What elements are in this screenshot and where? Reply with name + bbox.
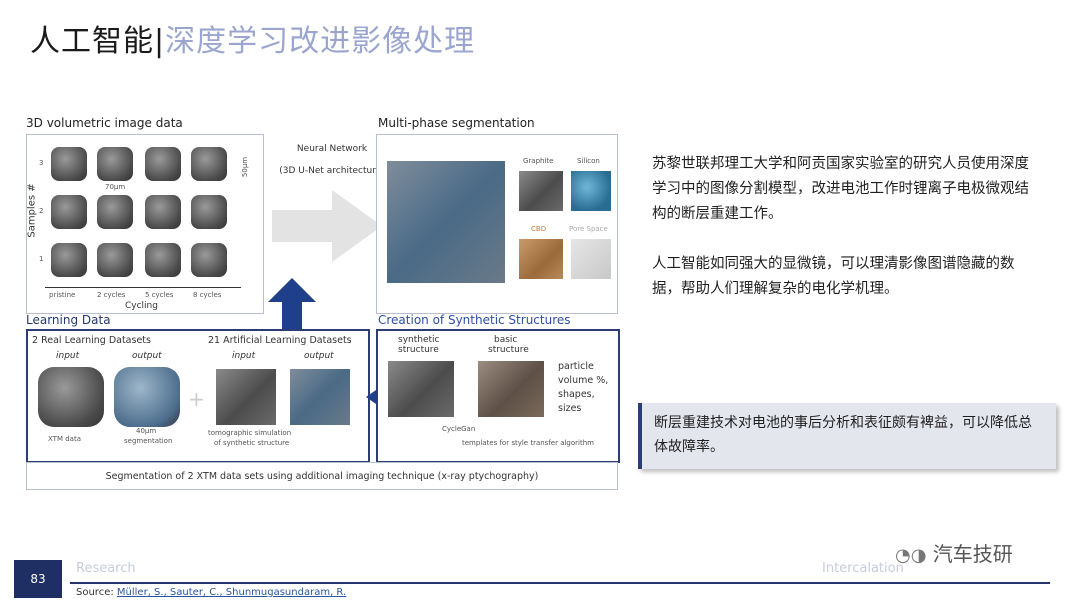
wechat-icon: ◔◑: [895, 545, 927, 566]
left-arrow-icon: [366, 390, 380, 404]
segmentation-title: Multi-phase segmentation: [378, 116, 535, 130]
learning-data-title: Learning Data: [26, 313, 111, 327]
synthetic-label-1: synthetic: [398, 335, 440, 345]
nn-label-1: Neural Network: [296, 144, 368, 154]
row-label-3: 3: [39, 159, 44, 167]
particle-label-3: shapes,: [558, 389, 595, 400]
phase-pore: Pore Space: [569, 225, 608, 233]
ptychography-note: Segmentation of 2 XTM data sets using ad…: [26, 462, 618, 490]
callout-box: 断层重建技术对电池的事后分析和表征颇有裨益，可以降低总体故障率。: [638, 403, 1056, 469]
sample-image: [191, 147, 227, 181]
nn-arrow-icon: [272, 190, 382, 262]
real-input-label: input: [56, 351, 80, 361]
paragraph-2: 人工智能如同强大的显微镜，可以理清影像图谱隐藏的数据，帮助人们理解复杂的电化学机…: [652, 256, 1015, 297]
segmented-sample: [114, 367, 180, 427]
sample-image: [97, 147, 133, 181]
phase-silicon: Silicon: [577, 157, 600, 165]
sample-image: [51, 195, 87, 229]
col-label-8-cycles: 8 cycles: [193, 291, 222, 299]
page-number-text: 83: [30, 572, 46, 586]
phase-graphite: Graphite: [523, 157, 554, 165]
research-figure: 3D volumetric image data Samples # 3 2 1…: [22, 110, 622, 495]
col-label-pristine: pristine: [49, 291, 76, 299]
source-line: Source: Müller, S., Sauter, C., Shunmuga…: [76, 587, 346, 598]
sample-image: [51, 147, 87, 181]
source-link[interactable]: Müller, S., Sauter, C., Shunmugasundaram…: [116, 587, 347, 598]
title-sub: 深度学习改进影像处理: [165, 24, 476, 59]
graphite-cube: [519, 171, 563, 211]
xtm-sample: [38, 367, 104, 427]
particle-label-1: particle: [558, 361, 594, 372]
up-arrow-icon: [268, 278, 316, 330]
x-axis-line: [45, 287, 241, 288]
synthetic-input-cube: [216, 369, 276, 425]
synthetic-structure-cube: [388, 361, 454, 417]
tomo-label-2: of synthetic structure: [214, 439, 290, 447]
scale-70um: 70μm: [105, 183, 126, 191]
source-prefix: Source:: [76, 587, 117, 598]
tomo-label-1: tomographic simulation: [208, 429, 292, 437]
samples-axis-label: Samples #: [26, 183, 38, 238]
plus-icon: +: [188, 387, 205, 411]
art-input-label: input: [232, 351, 256, 361]
sample-image: [97, 243, 133, 277]
xtm-label: XTM data: [48, 435, 81, 443]
volumetric-panel: Samples # 3 2 1 70μm 50μm pristine 2 cyc…: [26, 134, 264, 314]
ptychography-note-text: Segmentation of 2 XTM data sets using ad…: [105, 470, 539, 482]
segmentation-panel: Graphite Silicon CBD Pore Space: [376, 134, 618, 314]
title-main: 人工智能|: [30, 24, 166, 59]
page-number: 83: [14, 560, 62, 598]
phase-cbd: CBD: [531, 225, 547, 233]
nn-label-2: (3D U-Net architecture): [279, 166, 385, 176]
callout-text: 断层重建技术对电池的事后分析和表征颇有裨益，可以降低总体故障率。: [654, 415, 1032, 455]
cyclegan-label: CycleGan: [442, 425, 476, 433]
synthetic-panel: synthetic structure basic structure part…: [376, 329, 620, 463]
silicon-cube: [571, 171, 611, 211]
page-title: 人工智能|深度学习改进影像处理: [30, 16, 475, 60]
footer-section-label: Research: [76, 561, 136, 576]
col-label-5-cycles: 5 cycles: [145, 291, 174, 299]
wechat-watermark: ◔◑ 汽车技研: [895, 538, 1013, 567]
scale-50um: 50μm: [241, 156, 250, 178]
templates-label: templates for style transfer algorithm: [462, 439, 594, 447]
sample-image: [191, 243, 227, 277]
particle-label-2: volume %,: [558, 375, 609, 386]
row-label-1: 1: [39, 255, 44, 263]
footer-divider: [70, 582, 1050, 584]
learning-data-panel: 2 Real Learning Datasets input output XT…: [26, 329, 370, 463]
basic-label-2: structure: [488, 345, 529, 355]
particle-label-4: sizes: [558, 403, 582, 414]
synthetic-label-2: structure: [398, 345, 439, 355]
sample-image: [145, 195, 181, 229]
synthetic-title: Creation of Synthetic Structures: [378, 313, 571, 327]
cycling-axis-label: Cycling: [125, 301, 158, 311]
segmented-cube: [387, 161, 505, 283]
watermark-text: 汽车技研: [932, 542, 1013, 566]
footer-topic-label: Intercalation: [822, 561, 904, 576]
pore-cube: [571, 239, 611, 279]
row-label-2: 2: [39, 207, 44, 215]
real-output-label: output: [132, 351, 162, 361]
sample-image: [97, 195, 133, 229]
real-datasets-title: 2 Real Learning Datasets: [32, 335, 151, 346]
basic-label-1: basic: [494, 335, 518, 345]
sample-image: [51, 243, 87, 277]
art-output-label: output: [304, 351, 334, 361]
segmentation-label: segmentation: [124, 437, 173, 445]
basic-structure-cube: [478, 361, 544, 417]
paragraph-1: 苏黎世联邦理工大学和阿贡国家实验室的研究人员使用深度学习中的图像分割模型，改进电…: [652, 156, 1029, 222]
sample-image: [145, 147, 181, 181]
scale-40um: 40μm: [136, 427, 157, 435]
volumetric-title: 3D volumetric image data: [26, 116, 183, 130]
cbd-cube: [519, 239, 563, 279]
sample-image: [191, 195, 227, 229]
artificial-datasets-title: 21 Artificial Learning Datasets: [208, 335, 352, 346]
synthetic-output-cube: [290, 369, 350, 425]
sample-image: [145, 243, 181, 277]
col-label-2-cycles: 2 cycles: [97, 291, 126, 299]
